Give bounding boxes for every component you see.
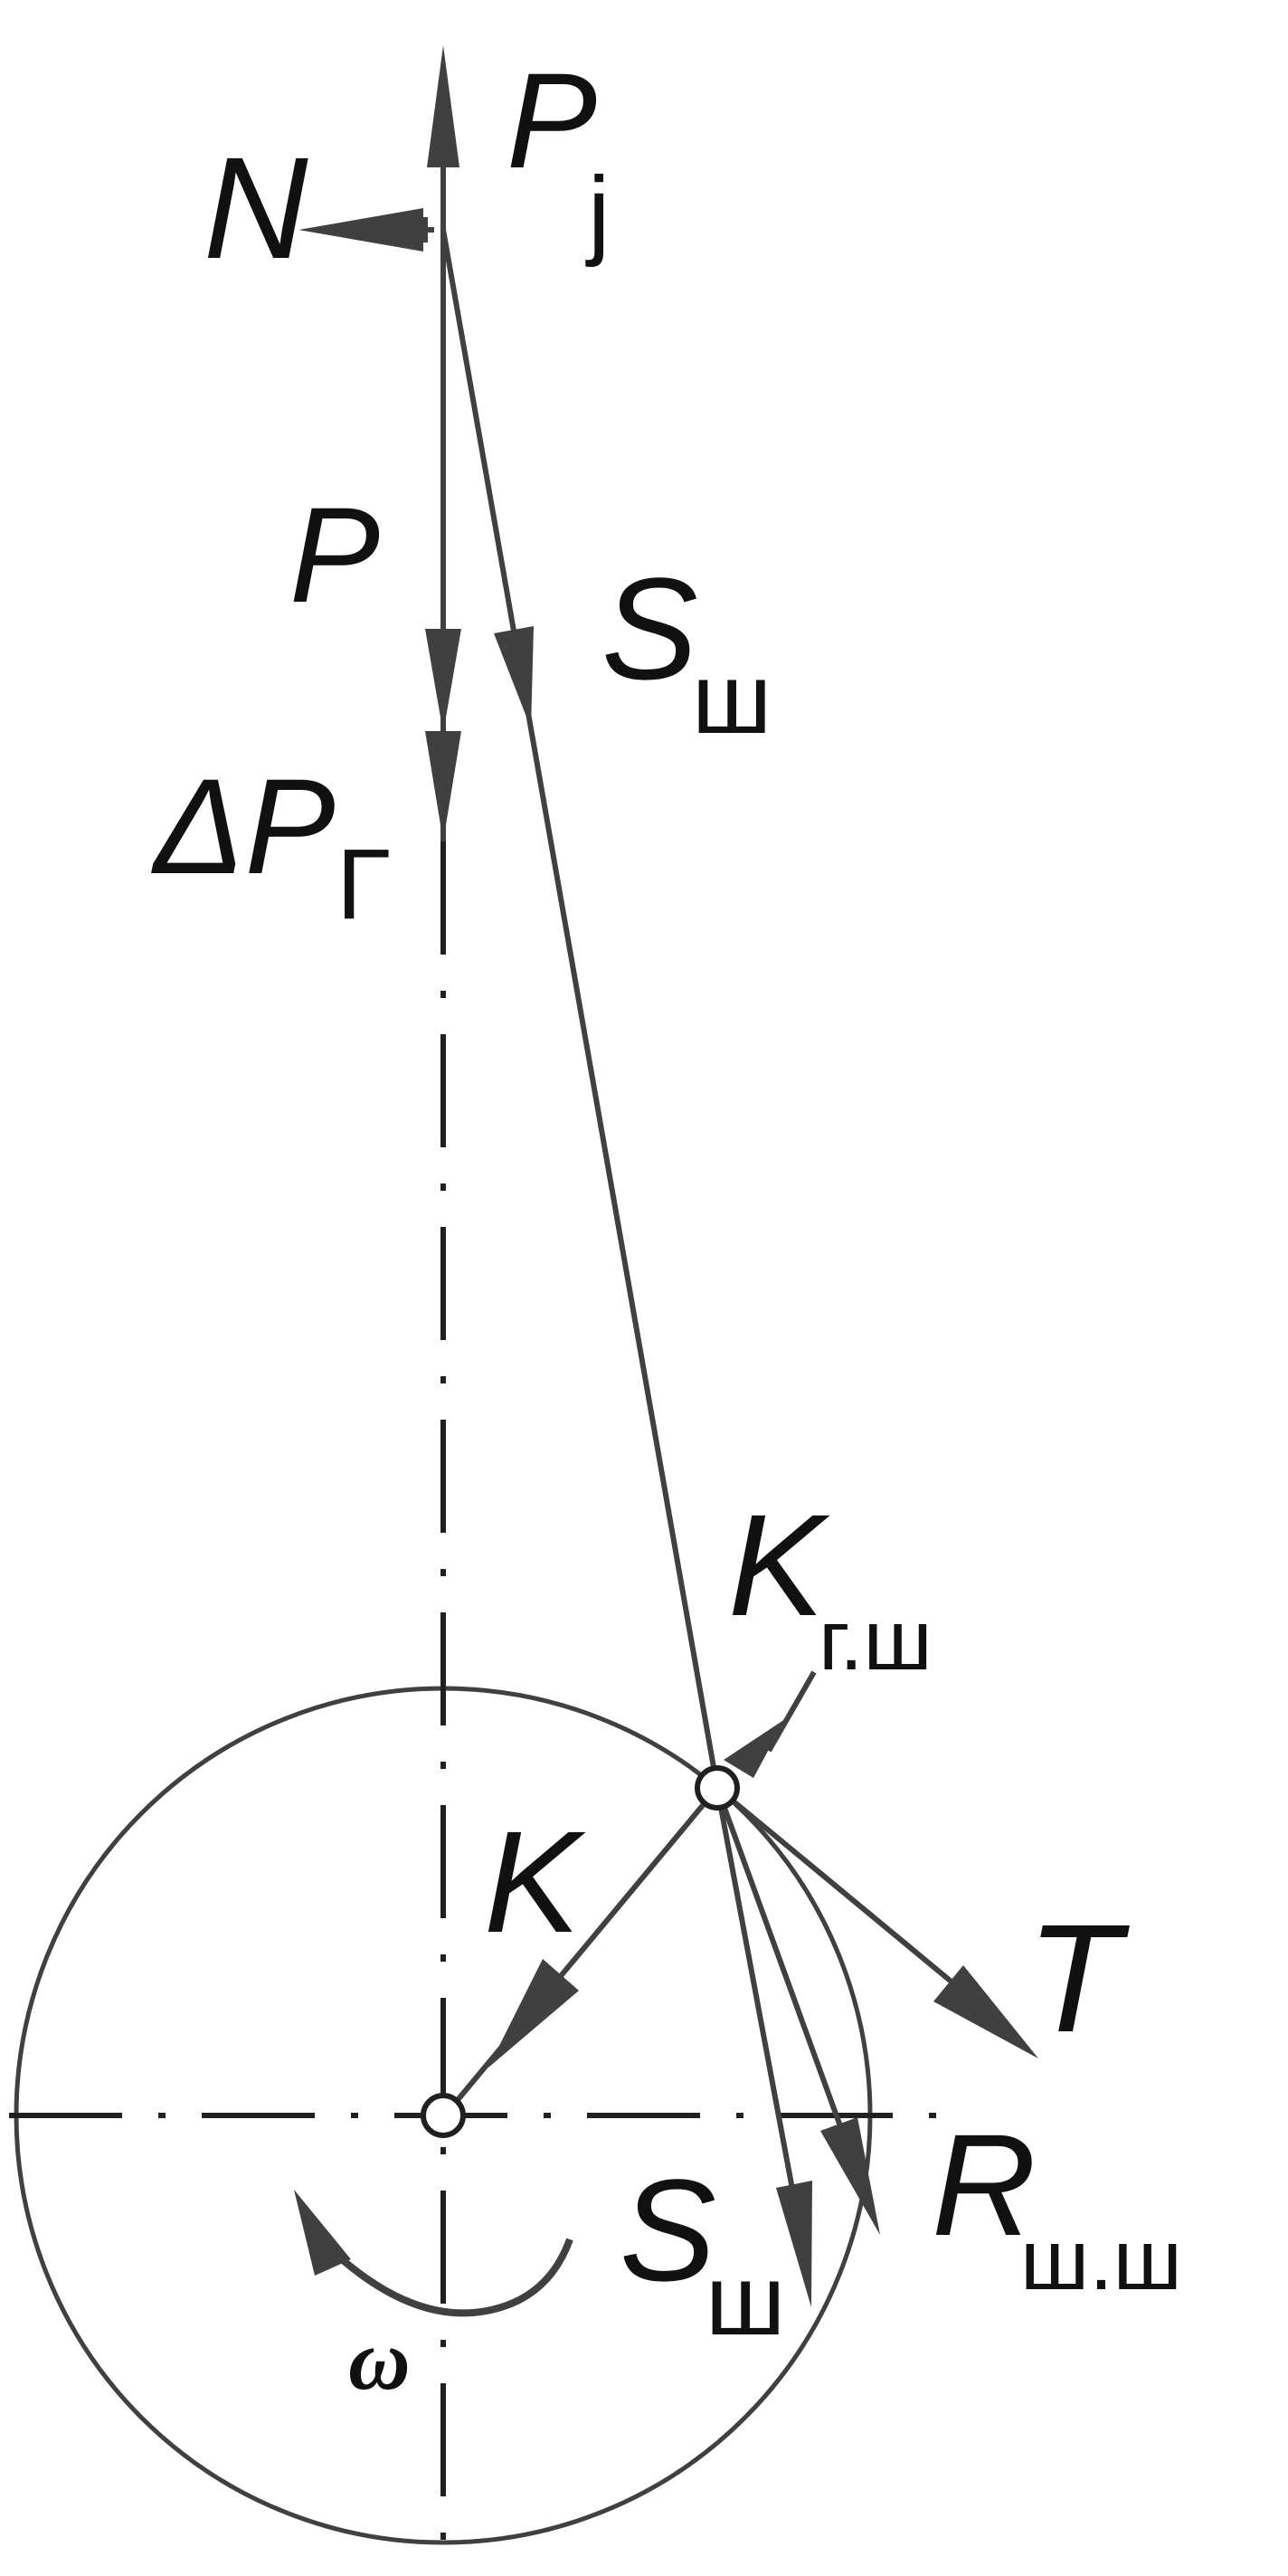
n-arrowhead [298,208,423,252]
k-arrowhead [488,1959,579,2067]
label-pj: P [507,44,597,196]
label-p: P [289,479,380,631]
label-s-lower: S [620,2149,716,2311]
label-t: T [1027,1893,1130,2065]
label-omega: ω [348,2312,411,2408]
s-lower-shaft [715,1787,797,2200]
s-upper-arrowhead [494,626,534,728]
delta-pg-arrowhead [425,731,461,841]
label-delta-pg: ΔP [151,750,336,902]
t-shaft [715,1785,997,2020]
k-gsh-arrowhead [724,1719,785,1778]
k-gsh-shaft [766,1670,817,1753]
label-delta-pg-sub: Г [336,829,391,940]
pj-arrowhead [427,45,459,167]
label-r-sub: ш.ш [1020,2212,1182,2308]
label-n: N [204,127,308,289]
r-arrowhead [820,2117,880,2235]
t-arrowhead [933,1965,1038,2058]
label-k: K [484,1801,586,1963]
label-s-lower-sub: ш [706,2245,785,2356]
label-s-upper-sub: ш [692,643,772,755]
r-shaft [715,1786,853,2155]
p-arrowhead [425,629,461,733]
label-pj-sub: j [585,157,610,268]
rotation-arrow-icon [294,2190,573,2317]
label-r: R [932,2104,1037,2266]
label-s-upper: S [601,547,698,709]
s-lower-arrowhead [776,2181,812,2307]
connecting-rod [440,229,720,1789]
crank-center-joint [421,2093,466,2138]
crank-pin-joint [695,1765,740,1811]
label-k-gsh: K [728,1484,830,1646]
label-k-gsh-sub: г.ш [819,1592,933,1688]
